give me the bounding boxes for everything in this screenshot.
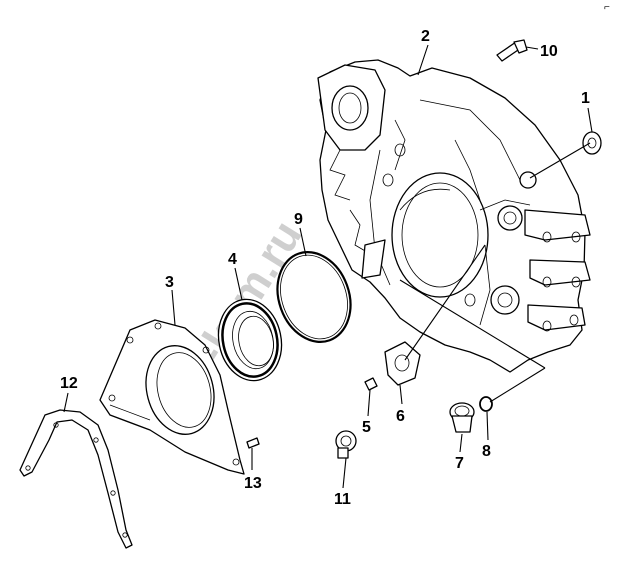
callout-3: 3	[165, 274, 174, 291]
callout-9: 9	[294, 211, 303, 228]
callout-labels: 1 2 3 4 5 6 7 8 9 10 11 12 13	[60, 28, 590, 508]
callout-7: 7	[455, 455, 464, 472]
callout-10: 10	[540, 43, 558, 60]
callout-13: 13	[244, 475, 262, 492]
drain-plug	[449, 402, 475, 433]
corner-mark: ⌐	[604, 2, 610, 13]
flywheel-housing	[317, 59, 591, 373]
housing-bolt	[496, 39, 528, 62]
callout-12: 12	[60, 375, 78, 392]
gasket	[19, 409, 133, 549]
access-cover	[384, 341, 421, 386]
callout-1: 1	[581, 90, 590, 107]
o-ring	[479, 396, 493, 412]
callout-6: 6	[396, 408, 405, 425]
rear-seal-housing	[99, 319, 245, 475]
rear-oil-seal	[217, 298, 283, 382]
clip	[335, 430, 357, 459]
callout-11: 11	[334, 491, 351, 508]
callout-8: 8	[482, 443, 491, 460]
callout-5: 5	[362, 419, 371, 436]
plug	[582, 131, 602, 155]
callout-2: 2	[421, 28, 430, 45]
housing-seal-ring	[276, 251, 352, 343]
callout-4: 4	[228, 251, 237, 268]
dowel-pin	[246, 437, 260, 449]
leader-lines	[63, 44, 593, 489]
cover-bolt	[364, 377, 378, 391]
